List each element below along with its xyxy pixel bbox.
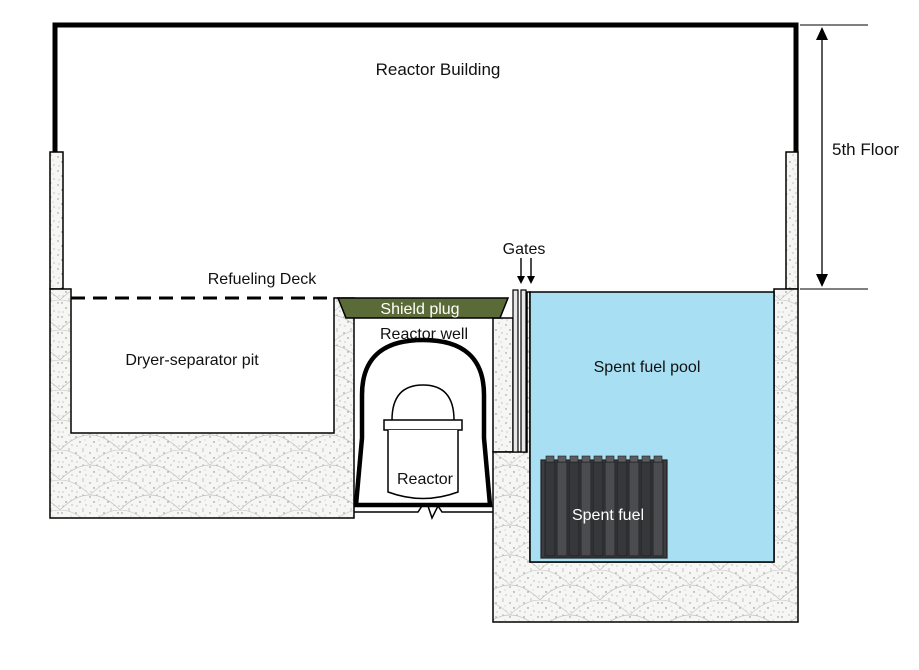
gate-left	[512, 289, 519, 453]
reactor-vessel-body	[387, 430, 459, 500]
spent-fuel-assembly-cap	[641, 455, 651, 463]
reactor-label: Reactor	[397, 471, 454, 488]
gate-arrowhead-left	[517, 276, 525, 284]
gate-arrowhead-right	[527, 276, 535, 284]
left-concrete-block	[49, 288, 355, 519]
building-roof	[52, 22, 799, 152]
reactor-well-label: Reactor well	[380, 326, 468, 343]
reactor-vessel-flange	[383, 419, 463, 431]
shield-plug	[336, 297, 510, 319]
spent-fuel-assembly-cap	[593, 455, 603, 463]
spent-fuel-assembly	[544, 461, 556, 557]
reactor-well-floor	[354, 498, 493, 520]
spent-fuel-assembly-cap	[653, 455, 663, 463]
dryer-separator-pit-label: Dryer-separator pit	[125, 352, 259, 369]
reactor-well-right-wall	[492, 317, 514, 453]
spent-fuel-assembly-cap	[557, 455, 567, 463]
shield-plug-label: Shield plug	[380, 301, 459, 318]
gates-label: Gates	[503, 241, 546, 258]
reactor-vessel-dome	[391, 384, 455, 421]
spent-fuel-assembly-cap	[569, 455, 579, 463]
gate-right	[520, 289, 527, 453]
right-upper-wall	[785, 151, 799, 290]
spent-fuel-assembly-cap	[617, 455, 627, 463]
spent-fuel-assembly-cap	[581, 455, 591, 463]
spent-fuel-assembly-cap	[605, 455, 615, 463]
spent-fuel-pool-label: Spent fuel pool	[594, 359, 701, 376]
spent-fuel-assembly-cap	[545, 455, 555, 463]
spent-fuel-label: Spent fuel	[572, 507, 644, 524]
dimension-arrow-down	[816, 274, 828, 287]
reactor-building-label: Reactor Building	[376, 60, 501, 79]
left-upper-wall	[49, 151, 64, 290]
spent-fuel-assembly-cap	[629, 455, 639, 463]
refueling-deck-label: Refueling Deck	[208, 271, 318, 288]
dimension-arrow-up	[816, 27, 828, 40]
spent-fuel-racks	[540, 455, 668, 559]
spent-fuel-assembly	[652, 461, 664, 557]
spent-fuel-assembly	[556, 461, 568, 557]
fifth-floor-label: 5th Floor	[832, 140, 899, 159]
